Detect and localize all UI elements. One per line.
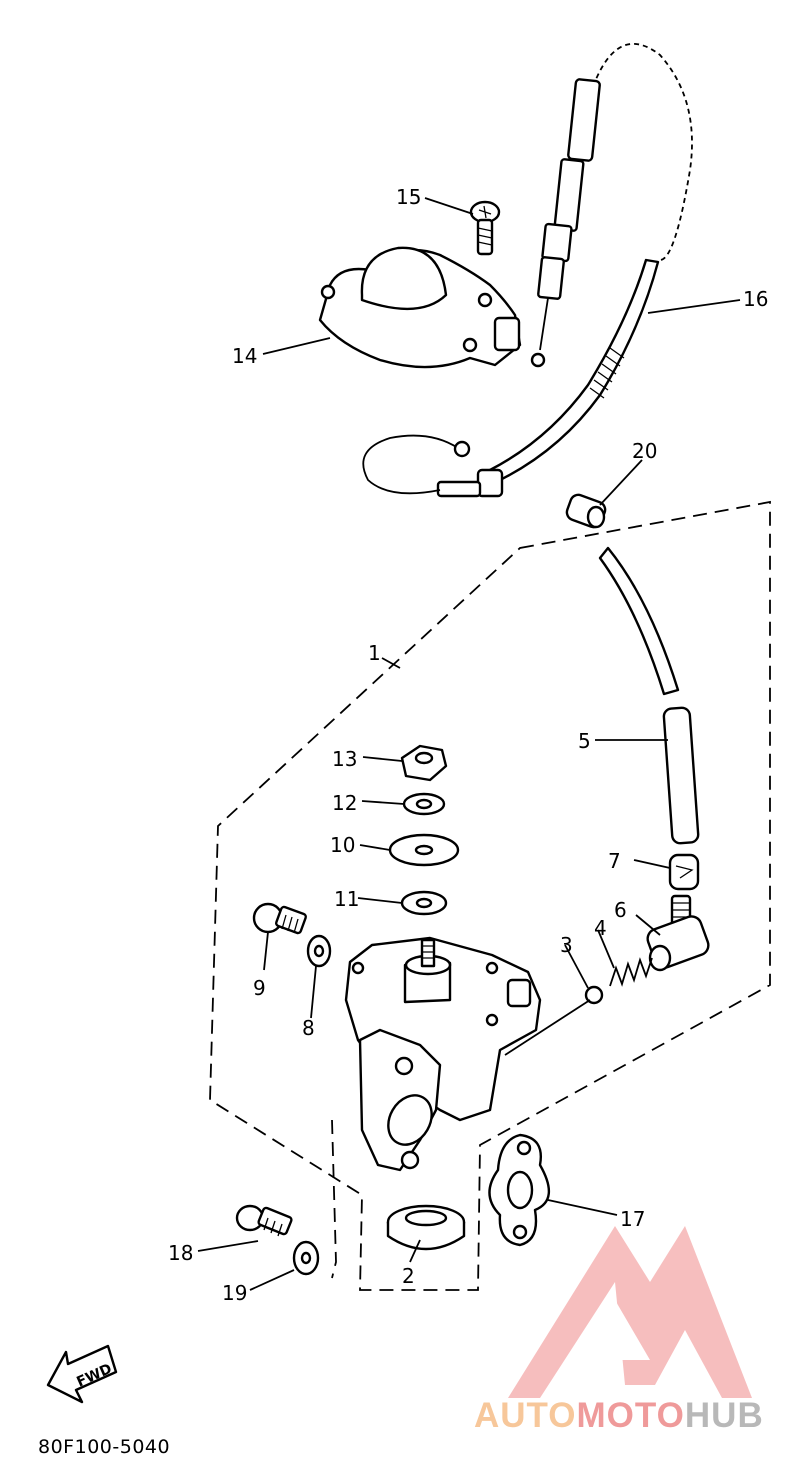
part-20-sleeve <box>565 493 607 529</box>
callout-15: 15 <box>396 185 421 209</box>
callout-1: 1 <box>368 641 381 665</box>
throttle-cable <box>530 43 693 368</box>
callout-20: 20 <box>632 439 657 463</box>
part-6-elbow <box>646 894 710 972</box>
part-12-lockwasher <box>402 792 446 816</box>
part-8-washer <box>306 934 332 968</box>
part-18-bolt <box>235 1204 293 1237</box>
callout-8: 8 <box>302 1016 315 1040</box>
part-15-screw <box>469 200 501 256</box>
callout-14: 14 <box>232 344 257 368</box>
part-3-ball <box>584 985 604 1005</box>
part-17-gasket <box>488 1133 550 1247</box>
assembly-outline <box>209 500 771 1291</box>
callout-5: 5 <box>578 729 591 753</box>
part-10-washer <box>388 833 460 867</box>
callout-13: 13 <box>332 747 357 771</box>
brand-part-moto: MOTO <box>576 1396 685 1435</box>
part-13-nut <box>400 744 448 782</box>
watermark-logo <box>508 1226 752 1398</box>
part-11-washer <box>400 890 448 916</box>
part-9-bolt <box>252 902 307 935</box>
callout-2: 2 <box>402 1264 415 1288</box>
callout-4: 4 <box>594 916 607 940</box>
callout-3: 3 <box>560 933 573 957</box>
callout-labels: 1 2 3 4 5 6 7 8 9 10 11 12 13 14 15 16 1… <box>168 185 768 1305</box>
callout-7: 7 <box>608 849 621 873</box>
callout-16: 16 <box>743 287 768 311</box>
callout-17: 17 <box>620 1207 645 1231</box>
part-19-washer <box>292 1240 320 1276</box>
part-16-tube <box>362 258 660 498</box>
part-14-cover <box>318 246 522 369</box>
diagram-code: 80F100-5040 <box>38 1436 171 1458</box>
brand-part-auto: AUTO <box>474 1396 577 1435</box>
part-7-clip <box>668 853 700 891</box>
part-5-hoses <box>598 546 700 845</box>
callout-10: 10 <box>330 833 355 857</box>
oil-pump-body <box>344 936 542 1172</box>
fwd-arrow-icon: FWD <box>46 1344 118 1404</box>
callout-9: 9 <box>253 976 266 1000</box>
part-2-seal <box>386 1204 466 1251</box>
callout-11: 11 <box>334 887 359 911</box>
part-4-spring <box>609 957 653 987</box>
callout-19: 19 <box>222 1281 247 1305</box>
callout-18: 18 <box>168 1241 193 1265</box>
leader-lines <box>197 197 741 1291</box>
sub-outline <box>331 1119 337 1279</box>
brand-part-hub: HUB <box>684 1396 764 1435</box>
callout-6: 6 <box>614 898 627 922</box>
watermark-brand-text: AUTOMOTOHUB <box>474 1396 764 1436</box>
callout-12: 12 <box>332 791 357 815</box>
